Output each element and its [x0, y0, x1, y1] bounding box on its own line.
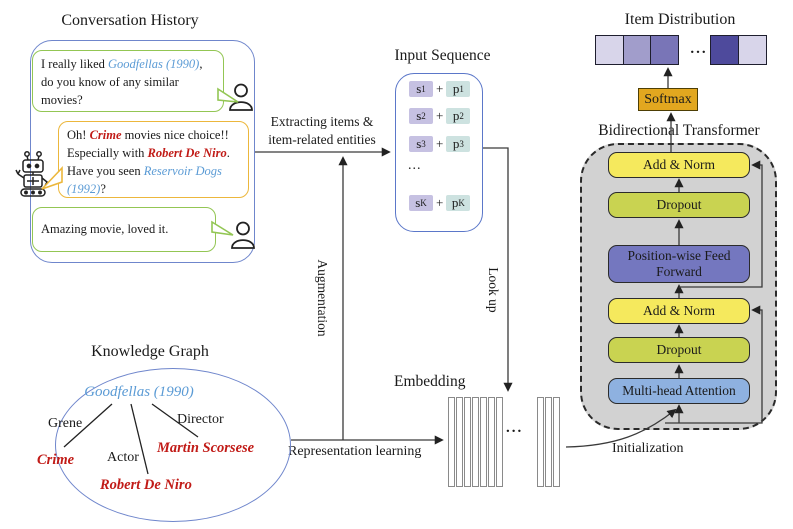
layer-dropout-bottom: Dropout: [608, 337, 750, 363]
layer-position-wise-feed-forward: Position-wise Feed Forward: [608, 245, 750, 283]
embedding-bar: [553, 397, 560, 487]
input-sequence-title: Input Sequence: [394, 47, 491, 64]
message-text: Amazing movie, loved it.: [41, 222, 169, 237]
item-distribution-title: Item Distribution: [624, 11, 736, 28]
dist-cell: [622, 35, 652, 65]
embedding-bar: [537, 397, 544, 487]
embedding-bar: [472, 397, 479, 487]
user-icon: [231, 221, 255, 249]
message-text: I really liked: [41, 57, 108, 71]
message-text: , do you know of any similar movies?: [41, 57, 203, 108]
transformer-title: Bidirectional Transformer: [598, 122, 760, 139]
plus-sign: +: [436, 195, 444, 210]
dist-ellipsis: ...: [690, 41, 708, 57]
kg-edge-label-actor: Actor: [107, 450, 139, 465]
input-ellipsis: ...: [408, 158, 422, 173]
kg-node-crime: Crime: [37, 452, 75, 468]
item-distribution-bar: [595, 35, 680, 65]
kg-root-node: Goodfellas (1990): [84, 384, 194, 400]
highlighted-entity: Reservoir Dogs (1992): [67, 164, 222, 197]
embedding-bar: [464, 397, 471, 487]
message-bubble-user-1: I really liked Goodfellas (1990), do you…: [32, 50, 224, 112]
representation-learning-label: Representation learning: [288, 444, 422, 459]
embedding-bars-left: [448, 397, 503, 487]
message-text: Oh!: [67, 128, 90, 142]
layer-add-norm-bottom: Add & Norm: [608, 298, 750, 324]
embedding-bar: [496, 397, 503, 487]
embedding-bar: [480, 397, 487, 487]
embedding-label: Embedding: [394, 373, 466, 390]
item-distribution-bar: [710, 35, 767, 65]
dist-cell: [595, 35, 625, 65]
conversation-title: Conversation History: [61, 12, 199, 29]
embedding-bar: [448, 397, 455, 487]
knowledge-graph-title: Knowledge Graph: [91, 343, 209, 360]
extracting-label: Extracting items & item-related entities: [268, 114, 376, 147]
softmax-box: Softmax: [638, 88, 698, 111]
highlighted-entity: Crime: [89, 128, 122, 142]
dist-cell: [737, 35, 767, 65]
plus-sign: +: [436, 136, 444, 151]
layer-multi-head-attention: Multi-head Attention: [608, 378, 750, 404]
embedding-bar: [488, 397, 495, 487]
embedding-bar: [456, 397, 463, 487]
embedding-bars-right: [537, 397, 560, 487]
highlighted-entity: Robert De Niro: [147, 146, 227, 161]
robot-icon: [15, 151, 48, 197]
initialization-label: Initialization: [612, 441, 684, 456]
layer-dropout-top: Dropout: [608, 192, 750, 218]
plus-sign: +: [436, 81, 444, 96]
dist-cell: [710, 35, 740, 65]
kg-node-robert-de-niro: Robert De Niro: [100, 477, 192, 493]
message-bubble-user-2: Amazing movie, loved it.: [32, 207, 216, 252]
plus-sign: +: [436, 108, 444, 123]
embedding-ellipsis: ...: [506, 420, 524, 436]
user-icon: [229, 83, 253, 111]
embedding-bar: [545, 397, 552, 487]
kg-edge-label-genre: Grene: [48, 416, 83, 431]
augmentation-label: Augmentation: [315, 259, 330, 337]
lookup-label: Look up: [486, 267, 501, 313]
kg-edge-label-director: Director: [177, 412, 224, 427]
highlighted-entity: Goodfellas (1990): [108, 57, 200, 71]
kg-node-martin-scorsese: Martin Scorsese: [157, 440, 255, 456]
message-text: . Have you seen: [67, 146, 230, 179]
message-text: ?: [100, 182, 106, 197]
dist-cell: [650, 35, 680, 65]
layer-add-norm-top: Add & Norm: [608, 152, 750, 178]
knowledge-graph-ellipse: [55, 368, 291, 522]
message-bubble-agent: Oh! Crime movies nice choice!! Especiall…: [58, 121, 249, 198]
message-text: movies nice choice!! Especially with: [67, 128, 229, 161]
